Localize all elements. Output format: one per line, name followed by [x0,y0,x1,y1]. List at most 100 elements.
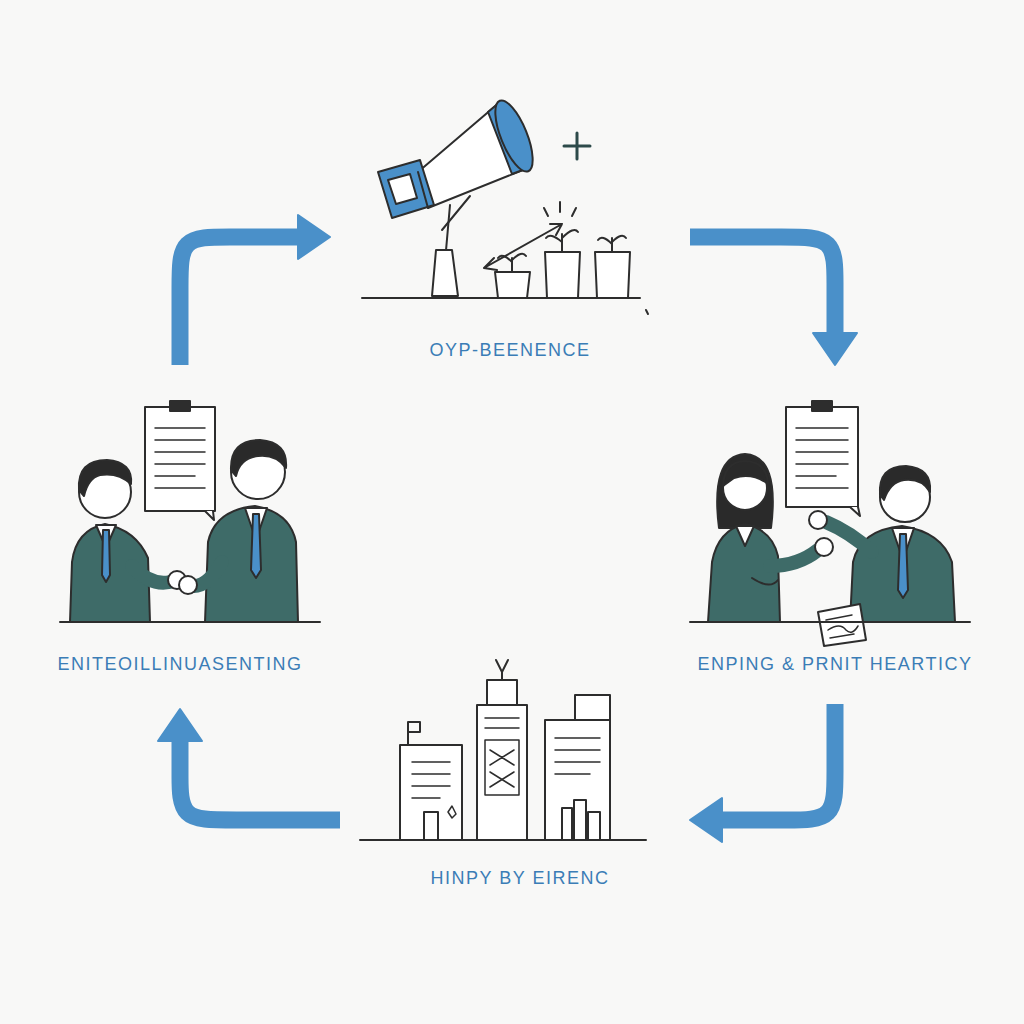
clipboard-part [850,507,860,516]
city-scene [360,660,646,840]
tower-building-part [487,680,517,705]
woman-figure-part [708,524,780,622]
building-part [400,745,462,840]
megaphone-stand [432,196,470,296]
person-figure-part [231,440,286,476]
megaphone-part [388,174,417,204]
meeting-scene-left-part [60,621,320,623]
tower-building-part [485,718,519,728]
megaphone-part [378,160,434,218]
arrow-head [158,709,202,741]
stage-label: ENPING & PRNIT HEARTICY [694,652,977,676]
building-part [545,720,610,840]
clipboard [145,401,215,520]
arrow-head [690,798,722,842]
clipboard-part [796,428,848,488]
meeting-scene-right-part [690,621,970,623]
woman-figure-part [717,454,773,528]
woman-figure-part [723,461,768,486]
cycle-arrow [690,237,857,365]
megaphone-part [488,96,541,176]
megaphone-scene [362,96,648,314]
arrow-head [813,333,857,365]
building-part [562,808,572,840]
clipboard-part [155,428,205,488]
tower-building [477,660,527,840]
stage-node: ENITEOILLINUASENTING [25,395,335,684]
cycle-arrow [158,709,340,820]
arrow-shaft [720,704,835,820]
megaphone-scene-part [646,310,648,314]
arrow-shaft [180,237,300,365]
stage-node: ENPING & PRNIT HEARTICY [675,395,995,684]
arrow-head [298,215,330,259]
man-figure [809,466,955,622]
growing-plants-part [495,272,530,298]
person-figure [179,440,298,622]
building [400,722,462,840]
clipboard-part [786,407,858,507]
man-figure-part [826,522,872,552]
building-part [448,806,456,818]
clipboard-part [205,511,214,520]
building-part [575,695,610,720]
woman-figure-part [770,550,818,566]
clipboard-part [812,401,832,411]
clipboard-part [145,407,215,511]
building-part [408,722,420,745]
building-part [588,812,600,840]
megaphone-part [418,172,428,208]
tower-building-part [485,740,519,795]
tower-building-part [496,660,508,680]
building [545,695,610,840]
paper-sheet [818,604,866,646]
paper-sheet-part [826,615,858,638]
growing-plants-part [484,224,562,270]
paper-sheet-part [818,604,866,646]
person-figure-part [132,566,170,583]
stage-label: OYP-BEENENCE [425,338,594,362]
stage-node: HINPY BY EIRENC [380,650,660,898]
plus-sign [564,133,590,159]
cycle-arrow [180,215,330,365]
meeting-scene-right [690,401,970,646]
clipboard [786,401,860,516]
person-figure-part [194,562,222,586]
person-figure-part [251,514,261,578]
growing-plants-part [544,202,576,216]
growing-plants-part [546,230,578,252]
cycle-arrow [690,704,835,842]
building-part [412,762,450,798]
stage-label: HINPY BY EIRENC [427,866,614,890]
person-figure-part [179,576,197,594]
growing-plants-part [545,252,580,298]
growing-plants-part [498,254,526,272]
woman-figure [708,454,833,622]
growing-plants [484,202,630,298]
man-figure-part [809,511,827,529]
tower-building-part [490,750,514,787]
megaphone-stand-part [432,250,458,296]
arrow-shaft [180,739,340,820]
building-part [555,738,600,774]
man-figure-part [880,466,930,500]
growing-plants-part [598,236,626,252]
person-figure [70,460,186,622]
plus-sign-part [576,133,579,159]
megaphone [378,96,540,218]
building-part [574,800,586,840]
growing-plants-part [595,252,630,298]
building-part [424,812,438,840]
person-figure-part [102,530,110,582]
arrow-shaft [690,237,835,335]
tower-building-part [477,705,527,840]
clipboard-part [170,401,190,411]
meeting-scene-left [60,401,320,622]
person-figure-part [79,460,131,496]
woman-figure-part [752,578,778,585]
woman-figure-part [736,526,754,546]
stage-node: OYP-BEENENCE [360,80,660,370]
woman-figure-part [815,538,833,556]
stage-label: ENITEOILLINUASENTING [53,652,306,676]
